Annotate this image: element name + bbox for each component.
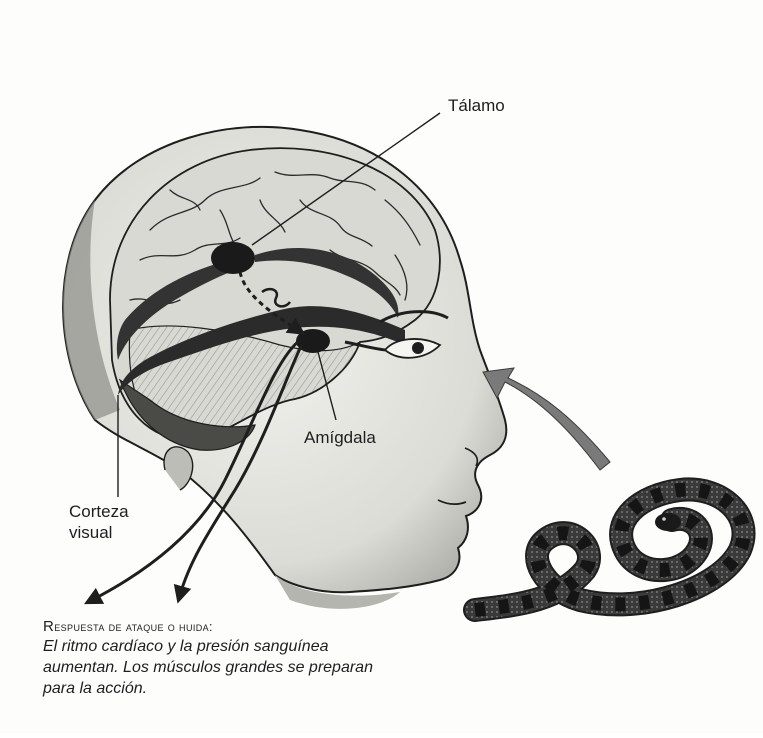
caption-body-line: aumentan. Los músculos grandes se prepar… [43,657,503,678]
visual-cortex-label-line1: Corteza [69,502,129,522]
amygdala-label: Amígdala [304,428,376,448]
thalamus-label: Tálamo [448,96,505,116]
ear [164,447,193,490]
caption-title: Respuesta de ataque o huida: [43,618,503,636]
snake [475,489,744,610]
caption-body-line: para la acción. [43,678,503,699]
caption-body: El ritmo cardíaco y la presión sanguínea… [43,636,503,699]
thalamus [211,242,255,274]
caption: Respuesta de ataque o huida: El ritmo ca… [43,618,503,699]
visual-cortex-label-line2: visual [69,523,112,543]
caption-body-line: El ritmo cardíaco y la presión sanguínea [43,636,503,657]
pupil [412,342,424,354]
